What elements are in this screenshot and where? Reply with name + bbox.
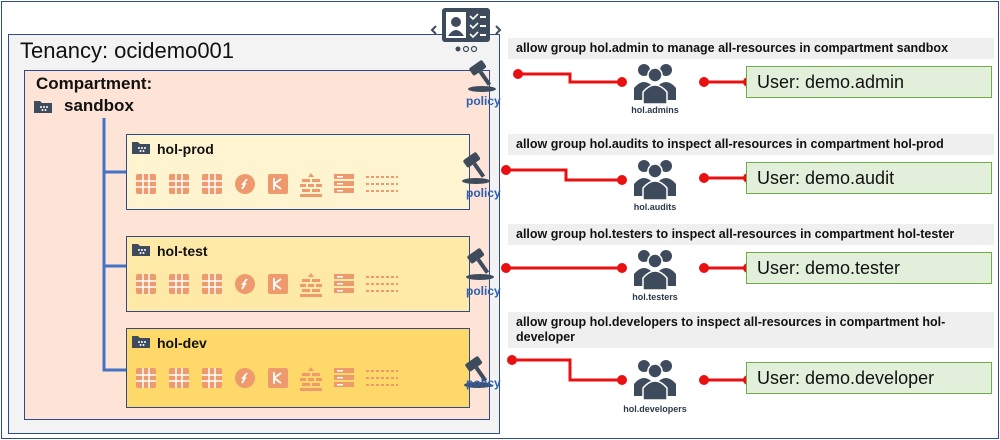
database-icon (333, 173, 366, 202)
policy-label: policy (466, 284, 501, 298)
compartment-sandbox-label-line2: sandbox (64, 96, 134, 115)
group-label: hol.audits (633, 202, 677, 212)
gavel-icon (462, 60, 502, 92)
resource-icons-row (135, 173, 406, 202)
policy-label: policy (466, 94, 501, 108)
gavel-icon (460, 248, 500, 280)
identity-console-icon (430, 4, 502, 54)
storage-icon (366, 273, 406, 302)
compartment-folder-icon (131, 139, 151, 155)
function-icon (234, 367, 267, 396)
group-label: hol.testers (632, 292, 678, 302)
database-icon (333, 367, 366, 396)
resource-icons-row (135, 273, 406, 302)
compute-grid-icon (201, 173, 234, 202)
compartment-folder-icon (33, 98, 53, 114)
user-group-icon (630, 356, 680, 401)
compute-grid-icon (201, 367, 234, 396)
compartment-folder-icon (131, 333, 151, 349)
storage-icon (366, 367, 406, 396)
firewall-icon (300, 273, 333, 302)
compartment-hol-test: hol-test (126, 236, 470, 312)
user-group-icon (630, 246, 680, 291)
compartment-name: hol-prod (157, 141, 214, 157)
function-icon (234, 273, 267, 302)
compute-grid-icon (201, 273, 234, 302)
policy-statement: allow group hol.admin to manage all-reso… (508, 38, 994, 59)
tenancy-label: Tenancy: ocidemo001 (20, 38, 235, 63)
load-balancer-icon (267, 367, 300, 396)
compartment-hol-prod: hol-prod (126, 134, 470, 210)
user-box: User: demo.tester (746, 252, 992, 284)
compute-grid-icon (135, 367, 168, 396)
resource-icons-row (135, 367, 406, 396)
policy-label: policy (466, 186, 501, 200)
user-group-icon (630, 156, 680, 201)
group-label: hol.developers (623, 404, 687, 414)
user-box: User: demo.audit (746, 162, 992, 194)
compartment-folder-icon (131, 241, 151, 257)
policy-label: policy (466, 376, 501, 390)
load-balancer-icon (267, 273, 300, 302)
compute-grid-icon (168, 273, 201, 302)
compartment-name: hol-dev (157, 335, 207, 351)
storage-icon (366, 173, 406, 202)
compartment-hol-dev: hol-dev (126, 328, 470, 408)
compartment-name: hol-test (157, 243, 208, 259)
firewall-icon (300, 367, 333, 396)
user-box: User: demo.developer (746, 362, 992, 394)
group-label: hol.admins (631, 105, 679, 115)
compartment-sandbox-label-line1: Compartment: (36, 74, 153, 93)
policy-statement: allow group hol.audits to inspect all-re… (508, 134, 994, 155)
compute-grid-icon (135, 173, 168, 202)
firewall-icon (300, 173, 333, 202)
load-balancer-icon (267, 173, 300, 202)
compute-grid-icon (168, 367, 201, 396)
gavel-icon (458, 356, 498, 388)
gavel-icon (456, 152, 496, 184)
database-icon (333, 273, 366, 302)
policy-statement: allow group hol.developers to inspect al… (508, 312, 994, 348)
user-group-icon (630, 60, 680, 105)
user-box: User: demo.admin (746, 66, 992, 98)
function-icon (234, 173, 267, 202)
compute-grid-icon (168, 173, 201, 202)
compute-grid-icon (135, 273, 168, 302)
policy-statement: allow group hol.testers to inspect all-r… (508, 224, 994, 245)
